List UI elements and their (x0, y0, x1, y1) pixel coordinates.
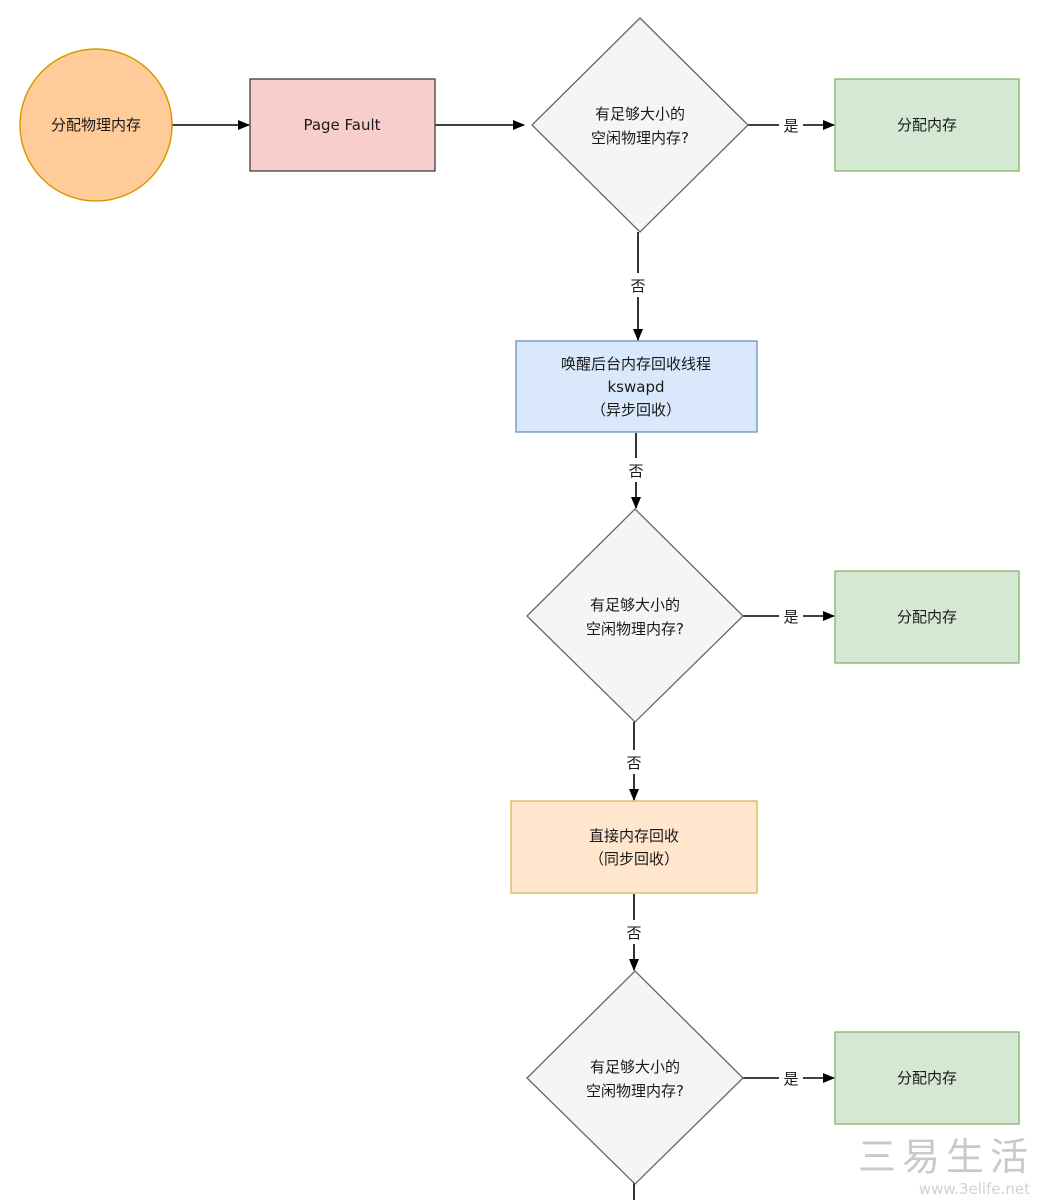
label-yes-2: 是 (783, 608, 798, 626)
kswapd-node: 唤醒后台内存回收线程 kswapd （异步回收） (515, 340, 758, 433)
alloc-3-box (834, 1031, 1020, 1125)
decision-2-node: 有足够大小的 空闲物理内存? (526, 508, 744, 723)
decision-2-diamond (526, 508, 744, 723)
alloc-1-node: 分配内存 (834, 78, 1020, 172)
direct-reclaim-line1: 直接内存回收 (589, 827, 679, 845)
label-yes-1: 是 (783, 117, 798, 135)
page-fault-box (249, 78, 436, 172)
page-fault-node: Page Fault (249, 78, 436, 172)
page-fault-label: Page Fault (303, 116, 380, 134)
alloc-2-label: 分配内存 (897, 608, 957, 626)
label-yes-3: 是 (783, 1070, 798, 1088)
decision-1-line1: 有足够大小的 (595, 105, 685, 123)
decision-3-diamond (526, 970, 744, 1185)
alloc-1-label: 分配内存 (897, 116, 957, 134)
label-no-3: 否 (626, 754, 641, 772)
kswapd-line3: （异步回收） (591, 401, 681, 419)
decision-1-diamond (531, 17, 749, 233)
decision-2-line1: 有足够大小的 (590, 596, 680, 614)
start-node: 分配物理内存 (19, 48, 173, 202)
kswapd-line1: 唤醒后台内存回收线程 (561, 355, 711, 373)
alloc-2-node: 分配内存 (834, 570, 1020, 664)
direct-reclaim-line2: （同步回收） (589, 850, 679, 868)
alloc-1-box (834, 78, 1020, 172)
decision-3-node: 有足够大小的 空闲物理内存? (526, 970, 744, 1185)
watermark: 三易生活 www.3elife.net (858, 1135, 1034, 1198)
alloc-3-label: 分配内存 (897, 1069, 957, 1087)
label-no-1: 否 (630, 277, 645, 295)
alloc-2-box (834, 570, 1020, 664)
direct-reclaim-node: 直接内存回收 （同步回收） (510, 800, 758, 894)
decision-2-line2: 空闲物理内存? (586, 620, 684, 638)
kswapd-line2: kswapd (607, 378, 664, 396)
decision-3-line2: 空闲物理内存? (586, 1082, 684, 1100)
decision-1-line2: 空闲物理内存? (591, 129, 689, 147)
watermark-main: 三易生活 (858, 1135, 1034, 1179)
alloc-3-node: 分配内存 (834, 1031, 1020, 1125)
start-label: 分配物理内存 (51, 116, 141, 134)
watermark-sub: www.3elife.net (919, 1180, 1030, 1198)
decision-1-node: 有足够大小的 空闲物理内存? (531, 17, 749, 233)
direct-reclaim-box (510, 800, 758, 894)
kswapd-box (515, 340, 758, 433)
edge-labels: 是 否 否 是 否 否 是 (622, 114, 803, 1089)
label-no-4: 否 (626, 924, 641, 942)
decision-3-line1: 有足够大小的 (590, 1058, 680, 1076)
edges (172, 120, 835, 1200)
start-circle (19, 48, 173, 202)
label-no-2: 否 (628, 462, 643, 480)
